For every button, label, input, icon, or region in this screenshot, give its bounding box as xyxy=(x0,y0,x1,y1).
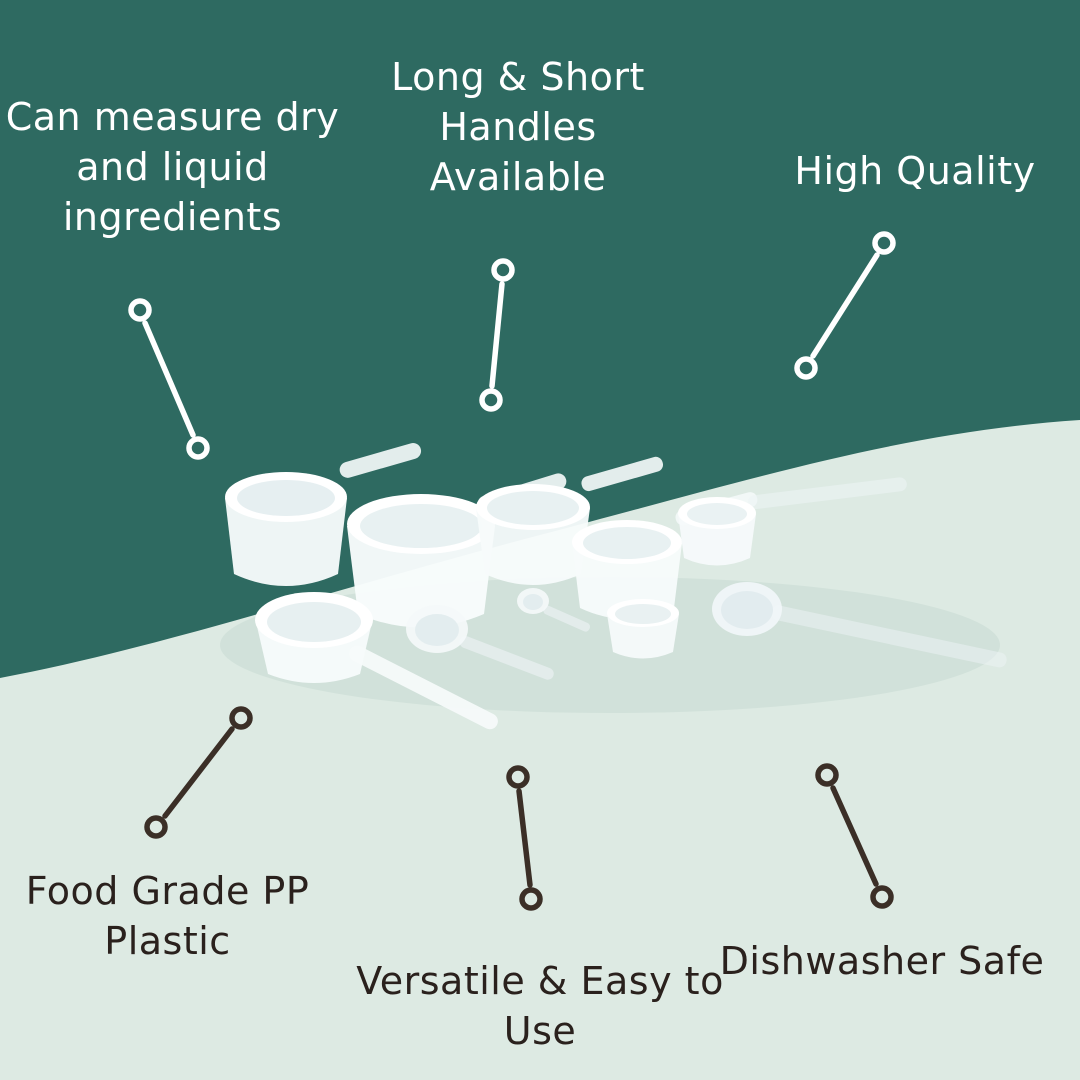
product-photo-measuring-scoops xyxy=(220,443,1007,730)
connector-dishwasher xyxy=(815,763,894,909)
measuring-cup-3 xyxy=(476,456,664,585)
callout-long-short-handles: Long & Short Handles Available xyxy=(391,55,645,200)
measuring-scoop-front-left xyxy=(255,592,498,730)
measuring-scoop-long-handle-top xyxy=(678,477,907,566)
connector-versatile xyxy=(506,765,543,911)
measuring-cup-1 xyxy=(225,443,422,586)
connector-high-quality xyxy=(794,231,896,380)
measuring-spoon-long-handle-front xyxy=(712,582,1007,668)
callout-versatile: Versatile & Easy to Use xyxy=(356,959,724,1054)
connector-can-measure xyxy=(128,298,210,460)
measuring-cup-2 xyxy=(347,473,567,628)
connector-food-grade xyxy=(144,706,253,839)
connector-handles xyxy=(479,258,515,412)
callout-food-grade: Food Grade PP Plastic xyxy=(25,869,310,964)
callout-dishwasher-safe: Dishwasher Safe xyxy=(719,939,1045,983)
measuring-cup-small-front xyxy=(607,599,679,659)
callout-high-quality: High Quality xyxy=(794,149,1036,193)
callout-can-measure: Can measure dry and liquid ingredients xyxy=(5,95,340,240)
measuring-spoon-small-1 xyxy=(406,605,554,680)
wave-shape xyxy=(0,420,1080,1080)
measuring-spoon-tiny xyxy=(517,588,591,632)
